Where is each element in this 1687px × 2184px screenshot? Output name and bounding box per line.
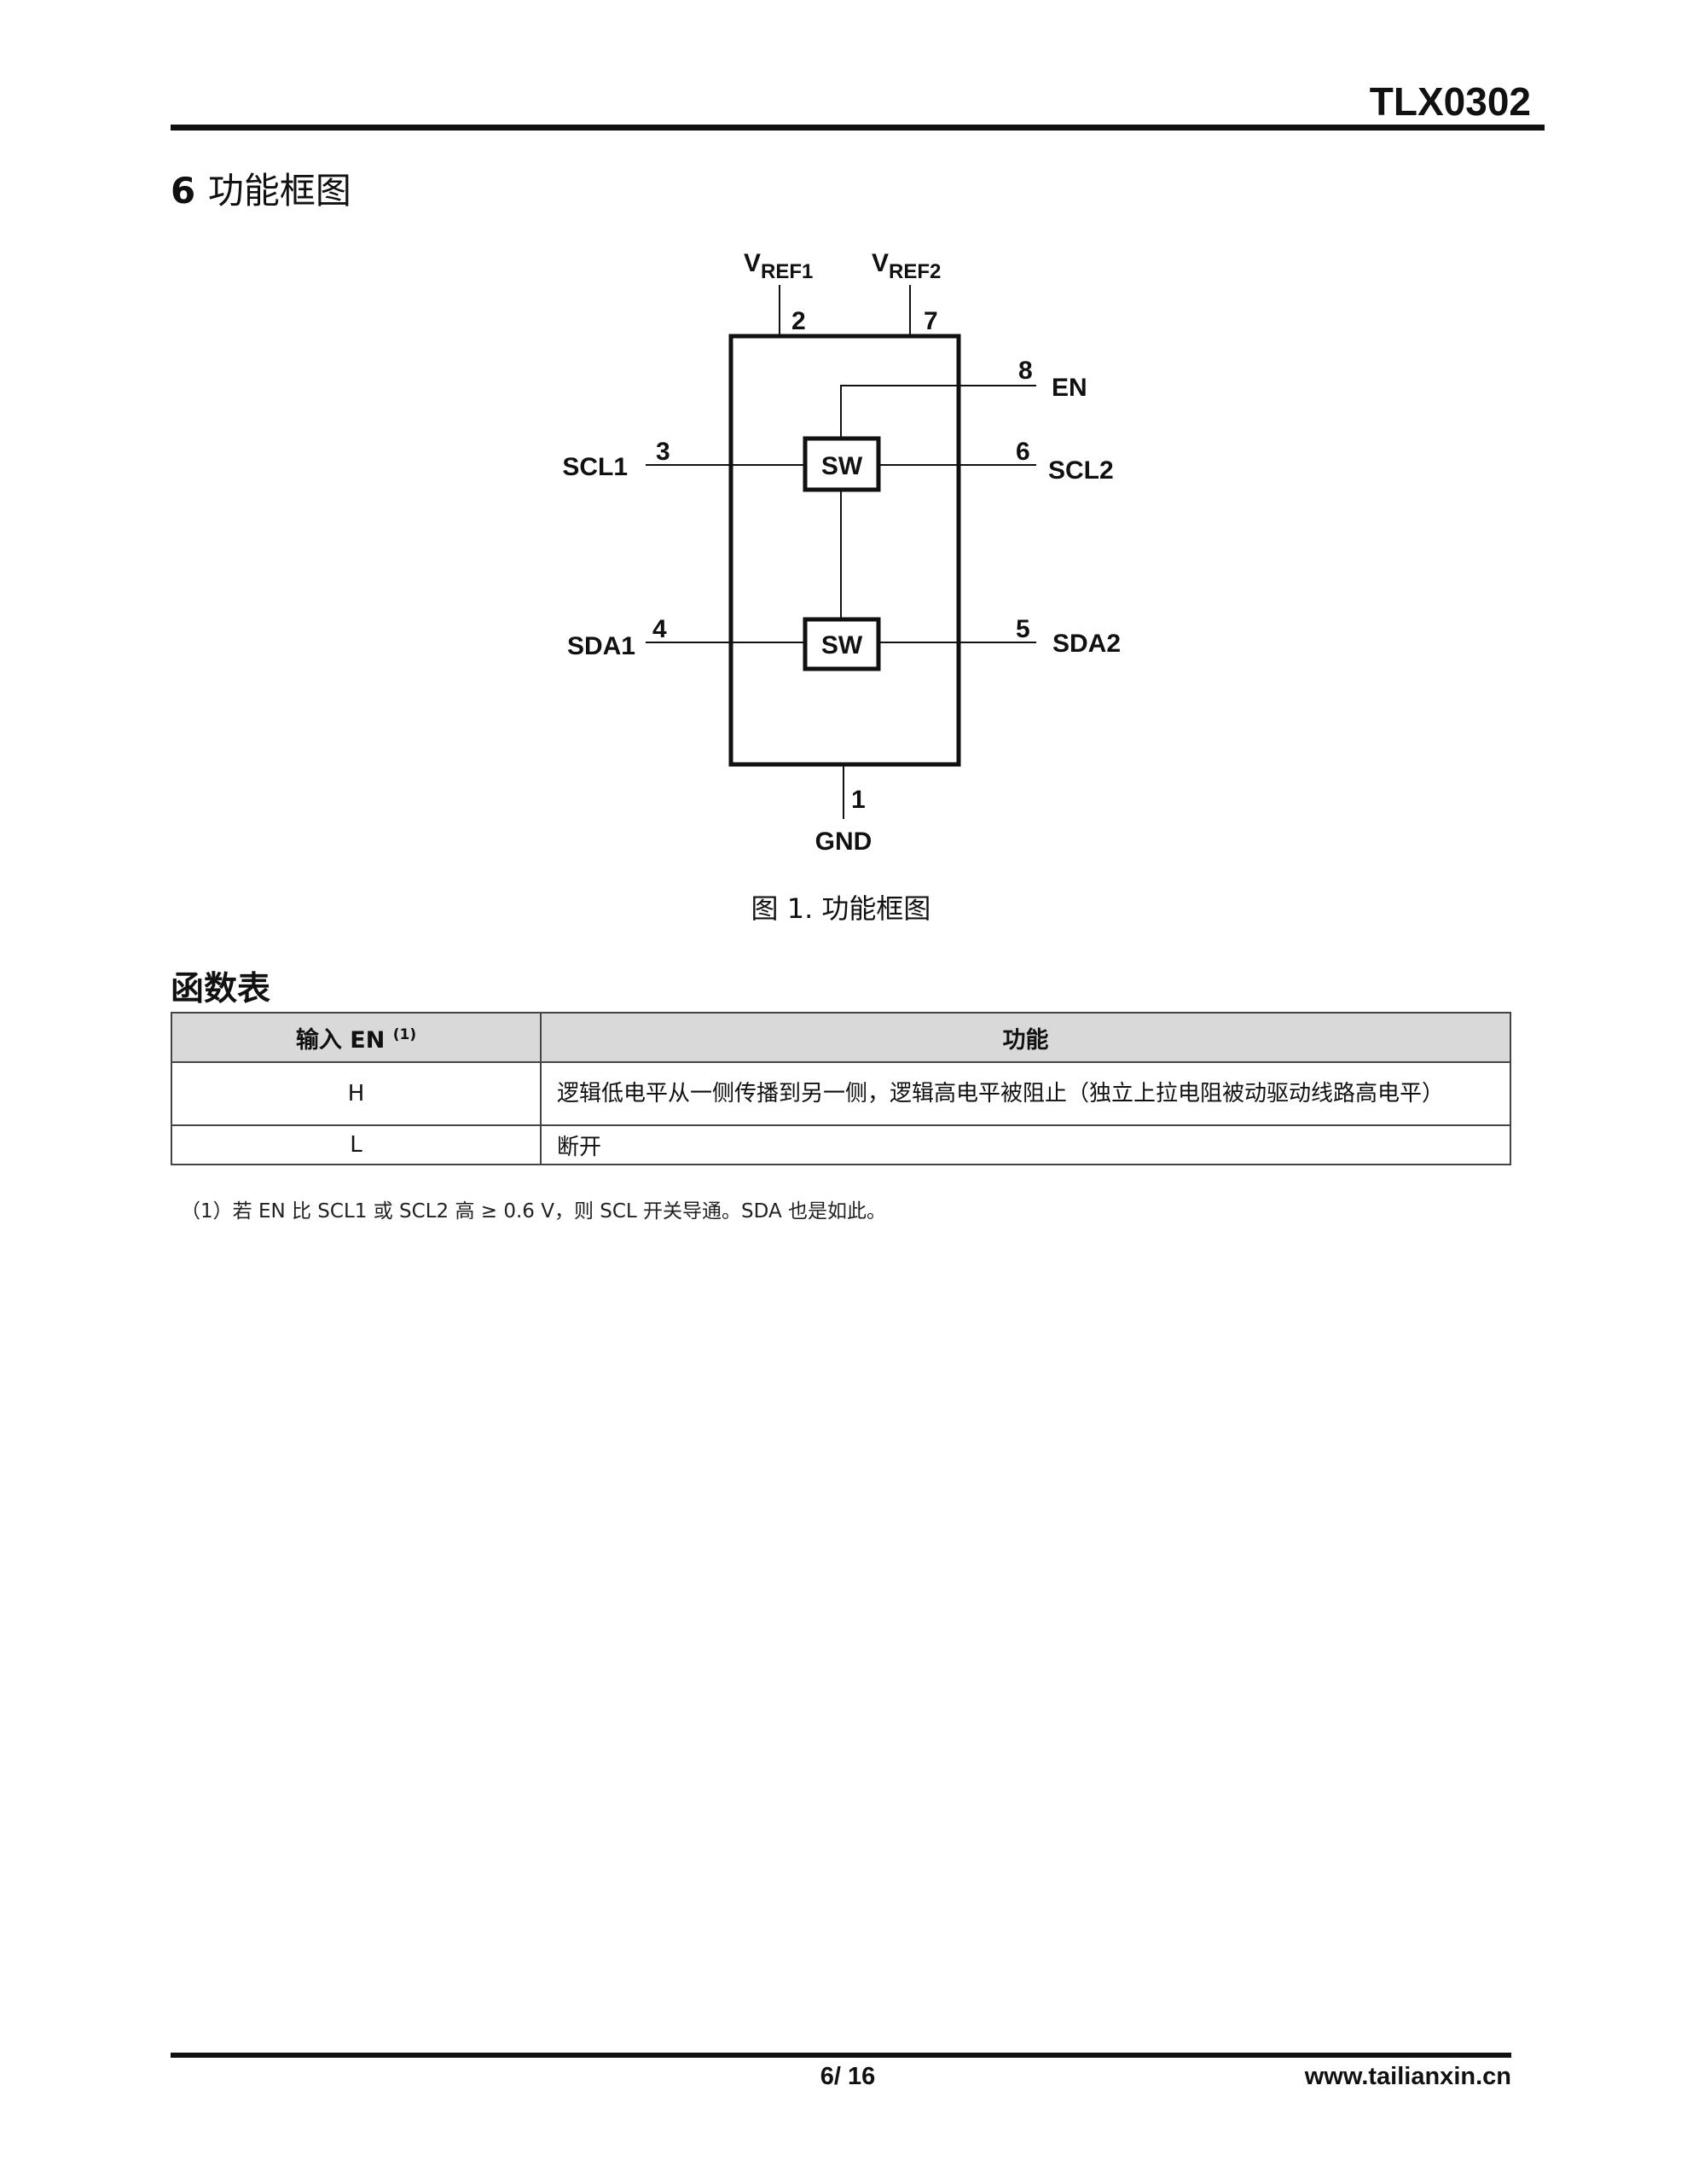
scl2-label: SCL2 [1048, 456, 1114, 485]
figure-caption: 图 1. 功能框图 [751, 892, 931, 925]
functional-block-diagram: VREF1 VREF2 2 7 8 EN 3 SCL1 6 SCL2 SW SW… [562, 249, 1121, 856]
sda-switch-box [803, 617, 881, 671]
table-row: L 断开 [171, 1124, 1511, 1165]
input-cell: H [171, 1061, 542, 1126]
function-cell: 断开 [540, 1124, 1511, 1165]
chip-outline [728, 334, 961, 767]
sda-switch-label: SW [821, 631, 863, 659]
header-input-en-label: 输入 EN [295, 1026, 386, 1054]
header-input-en: 输入 EN (1) [171, 1012, 542, 1063]
en-line [840, 385, 1036, 439]
table-footnote: （1）若 EN 比 SCL1 或 SCL2 高 ≥ 0.6 V，则 SCL 开关… [181, 1200, 887, 1223]
vref1-label: VREF1 [744, 249, 813, 283]
header-divider [171, 125, 1545, 131]
pin-7-label: 7 [924, 307, 938, 335]
footer-divider [171, 2053, 1511, 2058]
en-label: EN [1052, 374, 1087, 402]
function-table-title: 函数表 [171, 970, 271, 1008]
footnote-ref: (1) [392, 1025, 417, 1043]
table-header-row: 输入 EN (1) 功能 [171, 1012, 1511, 1063]
document-title: TLX0302 [1369, 79, 1531, 124]
table-row: H 逻辑低电平从一侧传播到另一侧，逻辑高电平被阻止（独立上拉电阻被动驱动线路高电… [171, 1061, 1511, 1126]
function-cell: 逻辑低电平从一侧传播到另一侧，逻辑高电平被阻止（独立上拉电阻被动驱动线路高电平） [540, 1061, 1511, 1126]
section-title: 功能框图 [207, 170, 351, 212]
pin-4-label: 4 [652, 615, 667, 643]
scl-switch-box [803, 436, 881, 492]
pin-6-label: 6 [1016, 438, 1030, 466]
section-number: 6 [171, 170, 196, 212]
page-number: 6/ 16 [820, 2063, 876, 2090]
pin-2-label: 2 [791, 307, 806, 335]
website-link[interactable]: www.tailianxin.cn [1304, 2063, 1511, 2090]
pin-3-label: 3 [656, 438, 670, 466]
pin-1-label: 1 [851, 786, 866, 814]
gnd-label: GND [815, 828, 872, 856]
pin-8-label: 8 [1018, 357, 1033, 385]
header-function: 功能 [540, 1012, 1511, 1063]
input-cell: L [171, 1124, 542, 1165]
scl-switch-label: SW [821, 452, 863, 480]
section-heading: 6 功能框图 [171, 162, 351, 214]
function-table: 输入 EN (1) 功能 H 逻辑低电平从一侧传播到另一侧，逻辑高电平被阻止（独… [171, 1012, 1511, 1165]
sda2-label: SDA2 [1052, 630, 1121, 658]
scl1-label: SCL1 [562, 453, 628, 481]
vref2-label: VREF2 [872, 249, 941, 283]
sda1-label: SDA1 [567, 632, 635, 660]
pin-5-label: 5 [1016, 615, 1030, 643]
